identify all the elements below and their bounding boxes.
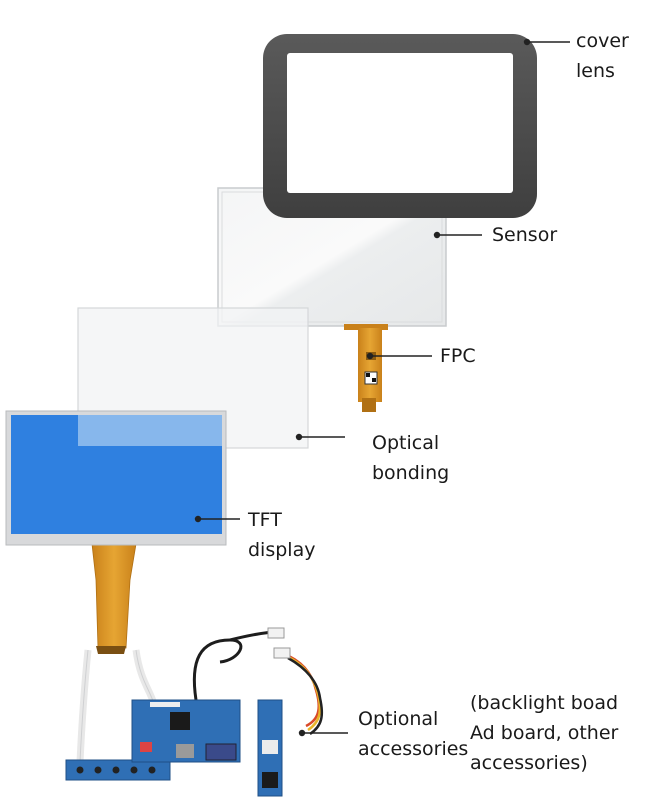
label-line: Sensor bbox=[492, 224, 558, 246]
leader-dots bbox=[194, 38, 531, 737]
label-sensor: Sensor bbox=[492, 220, 557, 250]
label-line: Optional bbox=[358, 708, 439, 730]
ad-board bbox=[131, 699, 241, 763]
tft-display bbox=[5, 410, 227, 546]
label-line: bonding bbox=[372, 462, 450, 484]
cable-connector bbox=[273, 647, 291, 659]
sensor-fpc bbox=[344, 324, 388, 412]
label-line: FPC bbox=[440, 345, 476, 367]
cover-lens bbox=[263, 34, 537, 218]
leader-lines bbox=[198, 41, 570, 734]
label-line: accessories) bbox=[470, 752, 588, 774]
label-optical-bonding: Optical bonding bbox=[372, 428, 449, 488]
label-line: lens bbox=[576, 60, 615, 82]
tft-flex-cable bbox=[91, 543, 137, 654]
label-line: Ad board, other bbox=[470, 722, 619, 744]
keypad-board bbox=[65, 759, 171, 781]
label-line: TFT bbox=[248, 509, 282, 531]
label-line: accessories bbox=[358, 738, 469, 760]
label-fpc: FPC bbox=[440, 341, 476, 371]
label-optional-accessories: Optional accessories bbox=[358, 704, 468, 764]
label-line: display bbox=[248, 539, 316, 561]
label-tft-display: TFT display bbox=[248, 505, 315, 565]
inverter-board bbox=[257, 699, 283, 797]
label-line: (backlight boad bbox=[470, 692, 619, 714]
cable-connector bbox=[267, 627, 285, 639]
label-line: cover bbox=[576, 30, 629, 52]
label-accessories-note: (backlight boad Ad board, other accessor… bbox=[470, 688, 618, 778]
accessory-cables bbox=[76, 630, 324, 763]
label-line: Optical bbox=[372, 432, 440, 454]
label-cover-lens: cover lens bbox=[576, 26, 629, 86]
